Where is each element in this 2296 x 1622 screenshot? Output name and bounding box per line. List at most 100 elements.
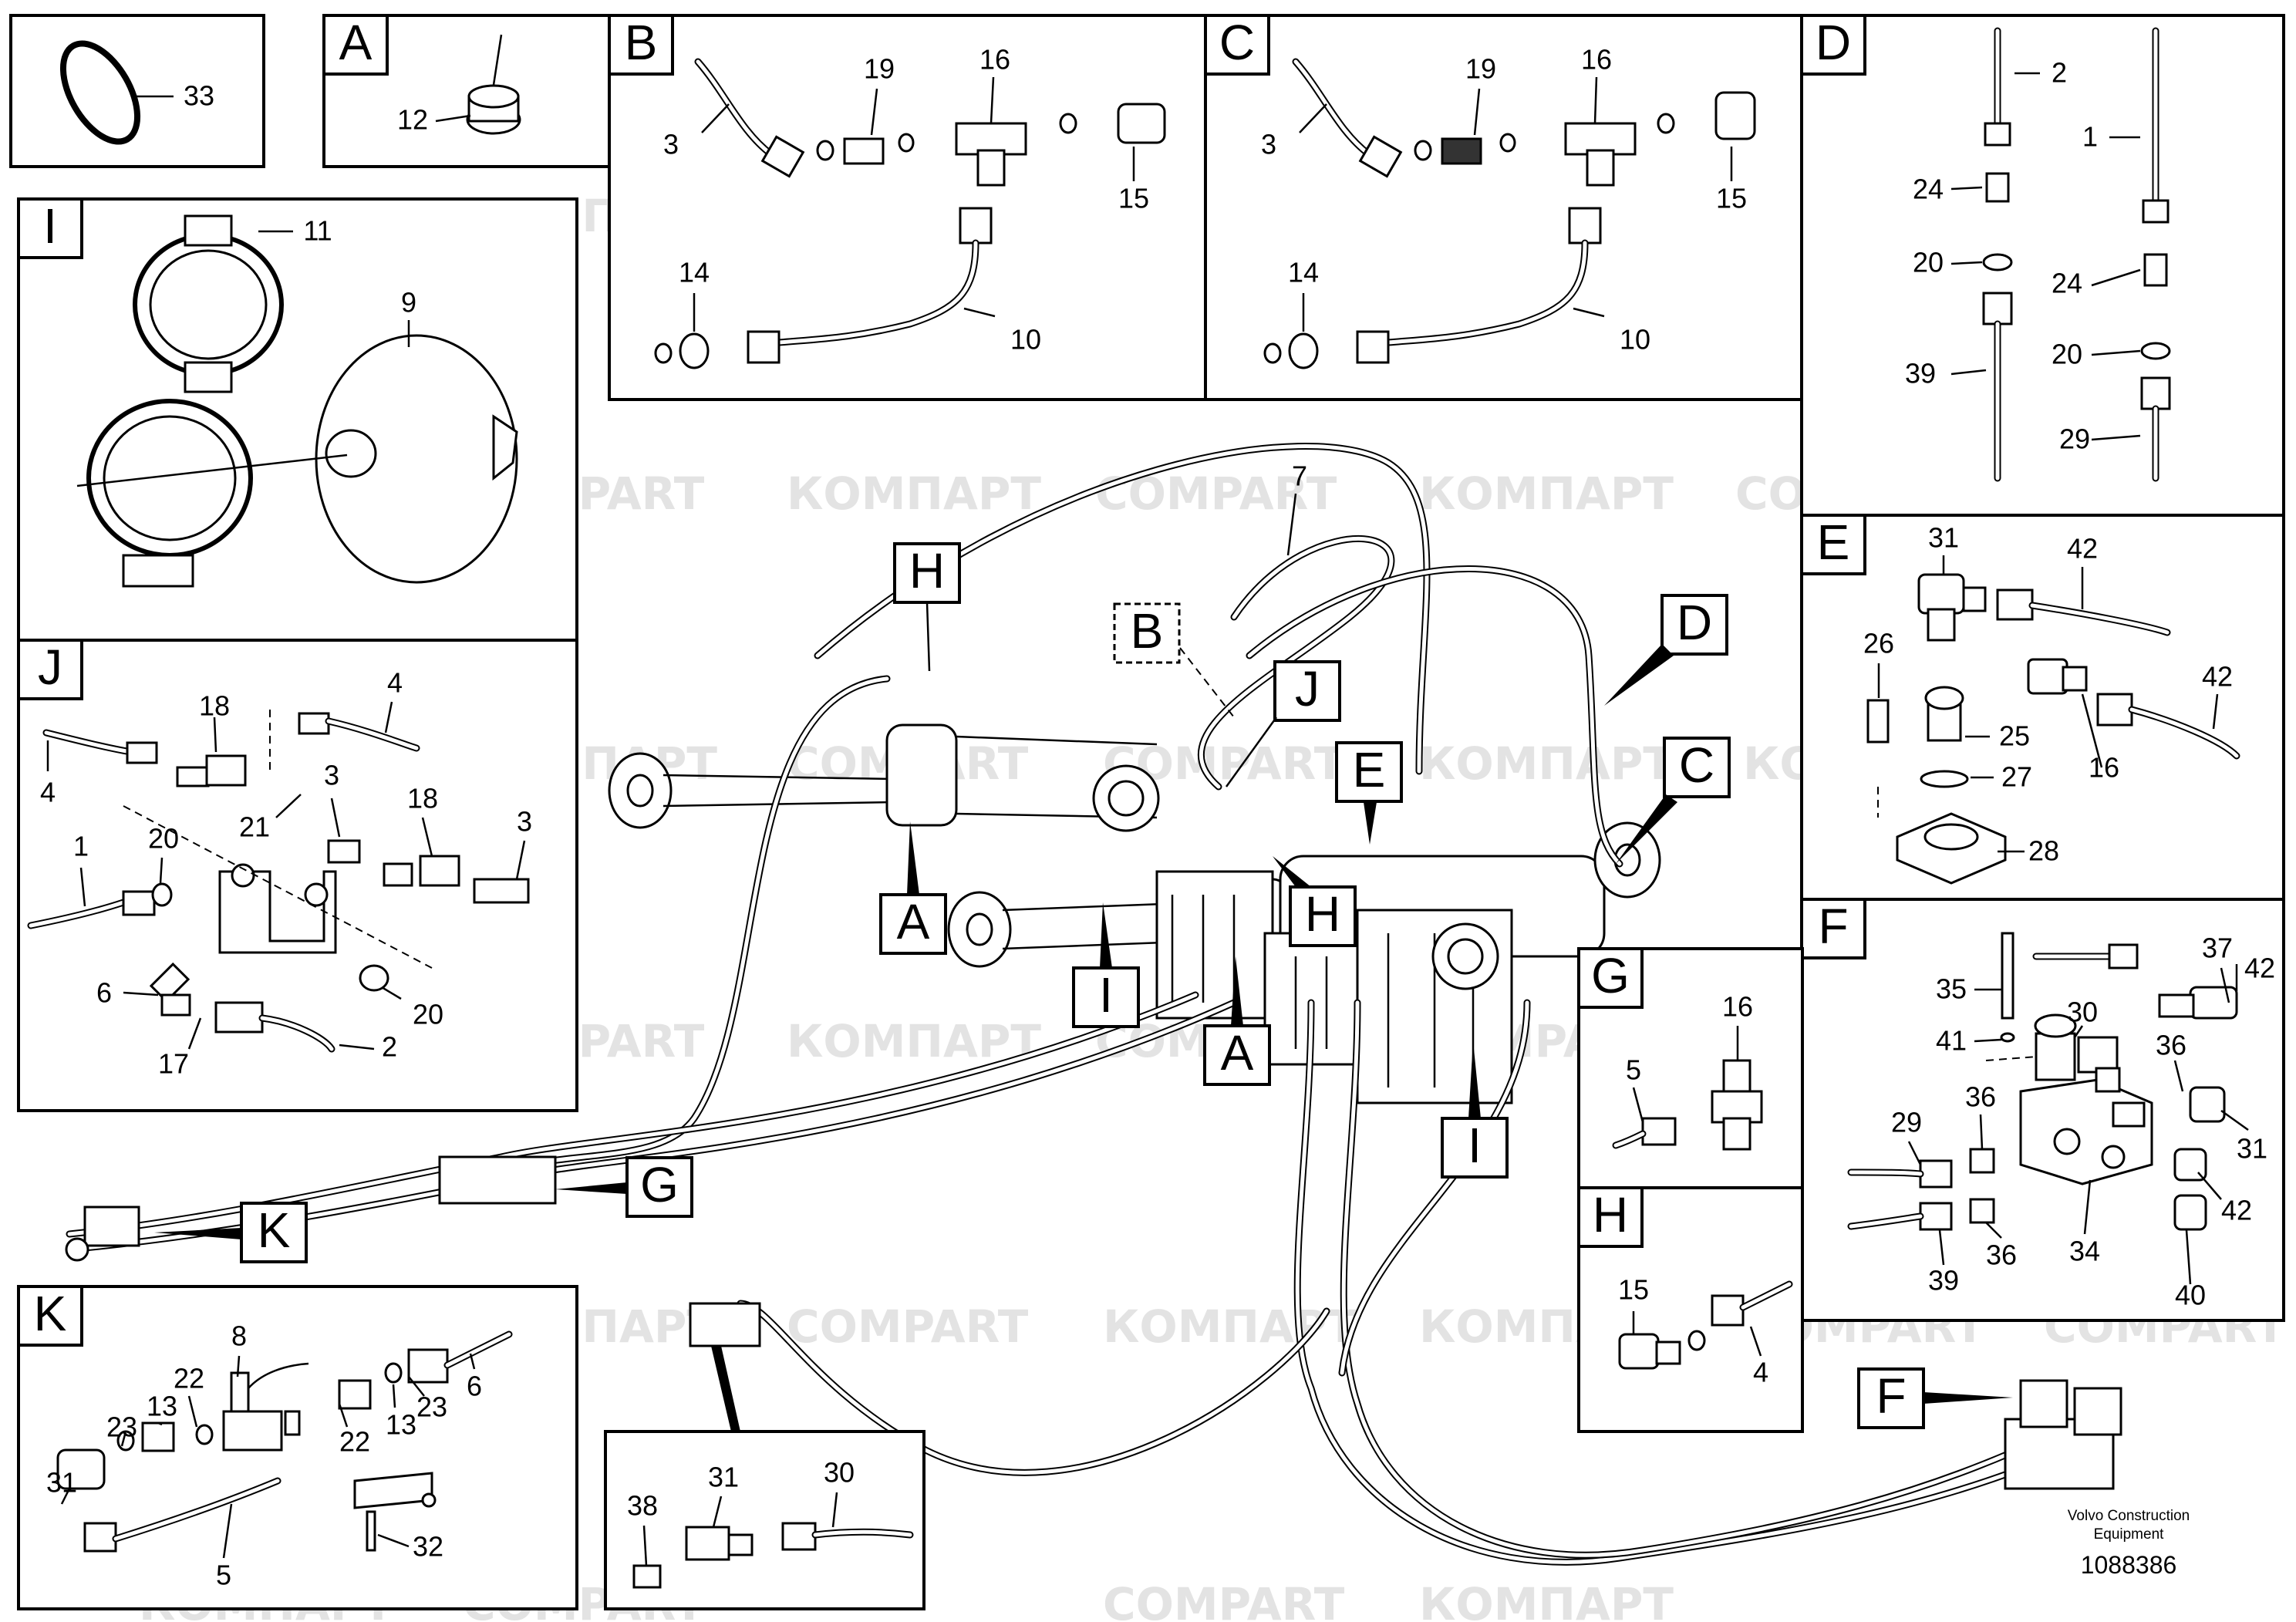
callout-e-main: E [1335,741,1403,845]
watermark-text: COMPART [787,1300,1029,1353]
svg-text:D: D [1677,595,1712,650]
panel-j: J 4 18 4 3 21 [17,639,578,1112]
part-number-label: 37 [2202,932,2233,964]
panel-g: G 16 5 [1577,947,1804,1189]
panel-letter: K [34,1286,67,1341]
svg-text:E: E [1353,742,1386,798]
svg-text:K: K [258,1202,291,1258]
part-number-label: 41 [1936,1025,1967,1057]
valve-k-assembly [65,1206,140,1262]
panel-letter: F [1818,899,1848,954]
panel-e: E 31 42 26 42 25 27 16 28 [1800,514,2285,901]
part-number-label: 10 [1010,324,1041,356]
svg-text:F: F [1876,1368,1906,1424]
part-number-label: 12 [397,104,428,136]
part-number-label: 35 [1936,973,1967,1005]
callout-a-left: A [879,821,947,955]
part-number-label: 4 [40,777,56,808]
panel-letter: B [625,15,658,70]
part-number-label: 4 [1753,1357,1768,1388]
control-valve-block [1092,764,1513,1104]
svg-text:H: H [1305,886,1340,942]
watermark-text: КОМПАРТ [787,467,1041,520]
part-number-label: 15 [1118,183,1149,214]
part-number-label: 36 [2156,1030,2186,1061]
main-callouts: H B J D E C A [154,542,2013,1429]
part-number-label: 18 [199,690,230,722]
part-number-label: 18 [407,783,438,814]
part-number-label: 14 [679,257,710,288]
part-number-label: 32 [413,1531,443,1563]
part-number-label: 24 [1913,174,1944,205]
drawing-footer: Volvo Construction Equipment 1088386 [2068,1508,2190,1579]
watermark-text: КОМПАРТ [1419,467,1674,520]
panel-letter: J [38,639,62,695]
part-number-label: 19 [864,53,895,85]
panel-b: B 3 19 16 15 14 10 [608,14,1207,401]
part-number-label: 28 [2028,835,2059,867]
part-number-label: 16 [2089,752,2119,784]
part-number-label: 42 [2221,1195,2252,1226]
part-number-label: 40 [2175,1280,2206,1311]
manufacturer-name-line2: Equipment [2094,1526,2165,1543]
part-number-label: 29 [2059,423,2090,455]
part-number-label: 5 [1626,1054,1641,1086]
part-number-label: 39 [1905,358,1936,389]
panel-letter: C [1219,15,1255,70]
part-number-label: 25 [1999,720,2030,752]
panel-i: I 11 9 [17,197,578,642]
part-number-label: 3 [663,129,679,160]
svg-text:A: A [897,894,930,949]
part-number-label: 6 [96,977,112,1009]
distribution-block [438,1155,557,1205]
part-number-label: 19 [1465,53,1496,85]
watermark-text: COMPART [1103,1578,1345,1622]
panel-letter: E [1817,514,1850,570]
part-number-label: 5 [216,1560,231,1591]
panel-a: A 12 [322,14,612,168]
part-number-label: 42 [2202,661,2233,693]
callout-j-main: J [1225,660,1341,787]
part-number-label: 36 [1965,1081,1996,1113]
panel-f: F 37 42 35 30 41 [1800,898,2285,1322]
callout-b-main: B [1113,602,1235,718]
part-number-label: 17 [158,1048,189,1080]
part-number-label: 4 [387,667,403,699]
panel-letter: I [43,198,57,254]
part-number-label: 7 [1292,460,1307,492]
panel-d: D 2 1 24 20 24 20 39 29 [1800,14,2285,517]
part-number-label: 3 [517,806,532,838]
svg-text:C: C [1679,737,1714,793]
part-number-label: 31 [46,1467,77,1499]
hose-connector [689,1302,761,1347]
part-number-label: 15 [1716,183,1747,214]
part-number-label: 1 [73,831,89,862]
callout-k-main: K [154,1202,308,1263]
part-number-label: 39 [1928,1265,1959,1297]
part-number-label: 20 [2052,339,2082,370]
panel-h: H 15 4 [1577,1186,1804,1433]
callout-f-main: F [1857,1367,2013,1429]
part-number-label: 29 [1891,1107,1922,1138]
callout-i-left: I [1072,902,1140,1028]
part-number-label: 20 [148,823,179,855]
callout-h-upper: H [893,542,961,672]
callout-i-lower: I [1441,1041,1509,1179]
part-number-label: 23 [416,1391,447,1423]
part-number-label: 21 [239,811,270,843]
panel-cable-tie: 33 [9,14,265,168]
panel-letter: D [1816,15,1851,70]
callout-g-main: G [555,1156,693,1218]
part-number-label: 42 [2244,953,2275,984]
part-number-label: 24 [2052,268,2082,299]
watermark-text: КОМПАРТ [1419,737,1674,790]
panel-c: C 3 19 16 15 14 10 [1204,14,1803,401]
svg-text:I: I [1099,967,1113,1023]
watermark-text: КОМПАРТ [1419,1578,1674,1622]
part-number-label: 31 [2237,1133,2267,1165]
part-number-label: 3 [324,760,339,791]
part-number-label: 30 [824,1457,855,1489]
part-number-label: 11 [303,215,332,247]
part-number-label: 30 [2067,996,2098,1028]
